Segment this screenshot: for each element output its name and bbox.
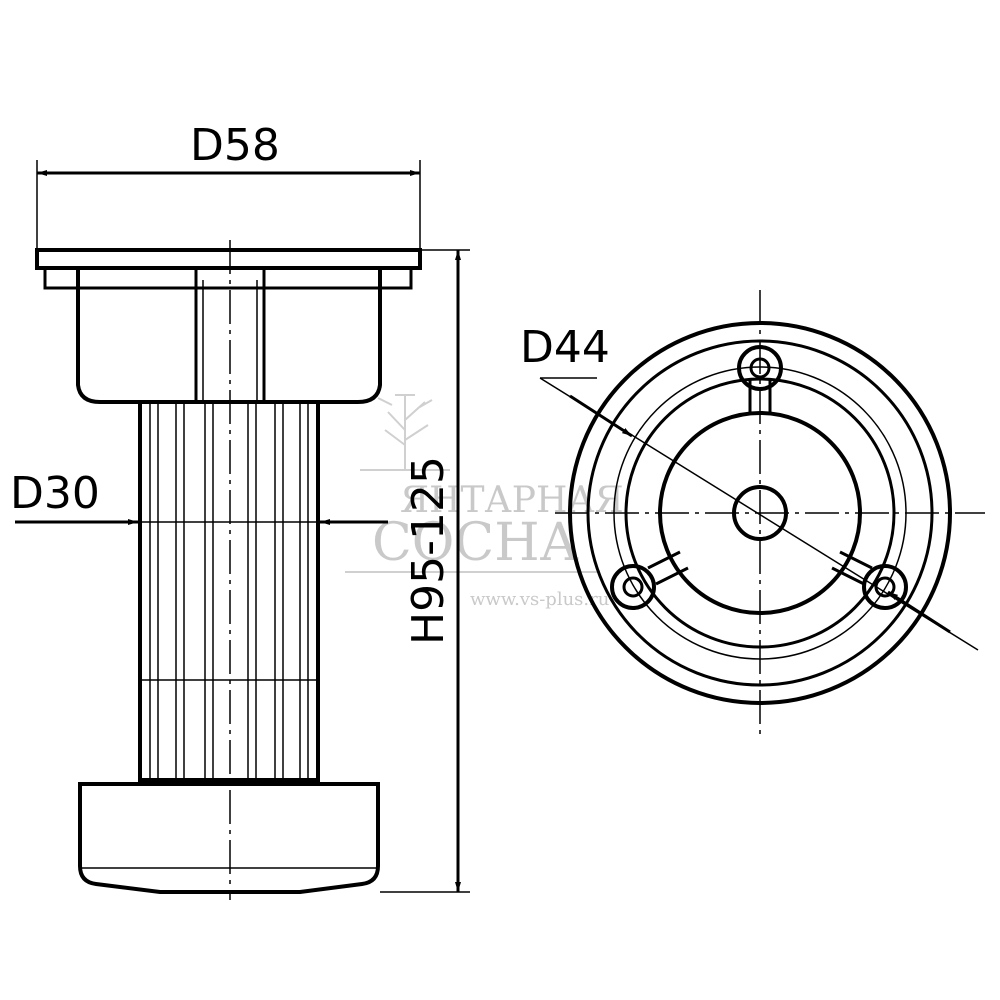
d44-label: D44 [520,322,610,373]
plate-step [43,266,413,290]
d30-label: D30 [10,468,100,519]
d58-label: D58 [190,120,280,171]
screw-lug-right [831,550,908,610]
dimension-d44: D44 [520,322,979,651]
side-view [35,240,422,900]
top-plate [35,248,422,270]
dimension-d58: D58 [36,120,421,250]
watermark-line1: ЯНТАРНАЯ [400,480,624,521]
watermark: ЯНТАРНАЯ СОСНА www.vs-plus.ru [345,394,624,610]
dimension-d30: D30 [10,468,388,525]
height-label: H95-125 [403,456,454,645]
screw-lug-left [610,550,689,610]
watermark-url: www.vs-plus.ru [470,589,609,610]
tree-logo [360,394,450,471]
stem-flutes [140,402,318,780]
top-view [555,290,985,740]
dimension-height: H95-125 [380,249,470,893]
center-boss [194,268,266,400]
stem [138,400,320,782]
foot [78,782,380,894]
watermark-line2: СОСНА [372,513,579,573]
